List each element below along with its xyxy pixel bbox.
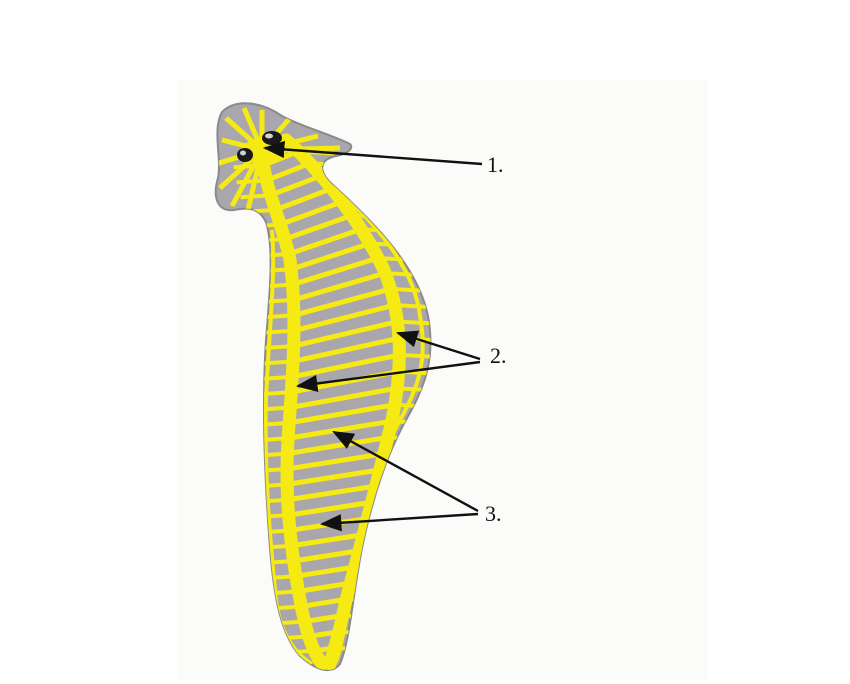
commissure (290, 241, 371, 272)
commissure (288, 499, 373, 518)
arrow-1-eyespot (262, 140, 483, 166)
label-1: 1. (487, 152, 504, 177)
arrow-2b-nerve-cord (295, 360, 481, 393)
pointer-arrows (262, 140, 483, 532)
commissure (291, 532, 364, 549)
commissure (287, 483, 377, 503)
arrow-3b-commissure (319, 512, 479, 532)
commissure (286, 451, 385, 472)
commissure (265, 161, 311, 183)
commissure (293, 319, 398, 349)
commissure (279, 199, 343, 227)
commissure (292, 335, 400, 364)
eyespot-right-highlight (265, 133, 273, 139)
commissure (291, 352, 400, 380)
commissure (298, 580, 351, 594)
commissure (295, 564, 356, 579)
commissure (288, 402, 396, 426)
eyespot-left (237, 148, 253, 162)
commissure (300, 596, 347, 609)
commissure (283, 212, 353, 242)
label-2: 2. (490, 343, 507, 368)
arrow-2a-nerve-cord (395, 330, 481, 361)
commissure (287, 418, 393, 441)
commissure (293, 302, 396, 334)
right-nerve-cord (279, 133, 406, 671)
commissure (269, 173, 322, 198)
commissure (286, 467, 381, 487)
label-3: 3. (485, 501, 502, 526)
arrow-3a-commissure (332, 430, 479, 513)
commissure (293, 286, 392, 318)
eyespot-right (262, 131, 282, 145)
commissure (289, 385, 398, 410)
commissure (293, 548, 360, 564)
commissure (274, 186, 333, 213)
commissure (287, 226, 362, 257)
eyespot-left-highlight (240, 150, 246, 156)
commissure (291, 255, 379, 287)
commissure (292, 270, 386, 303)
left-nerve-cord (255, 143, 329, 671)
